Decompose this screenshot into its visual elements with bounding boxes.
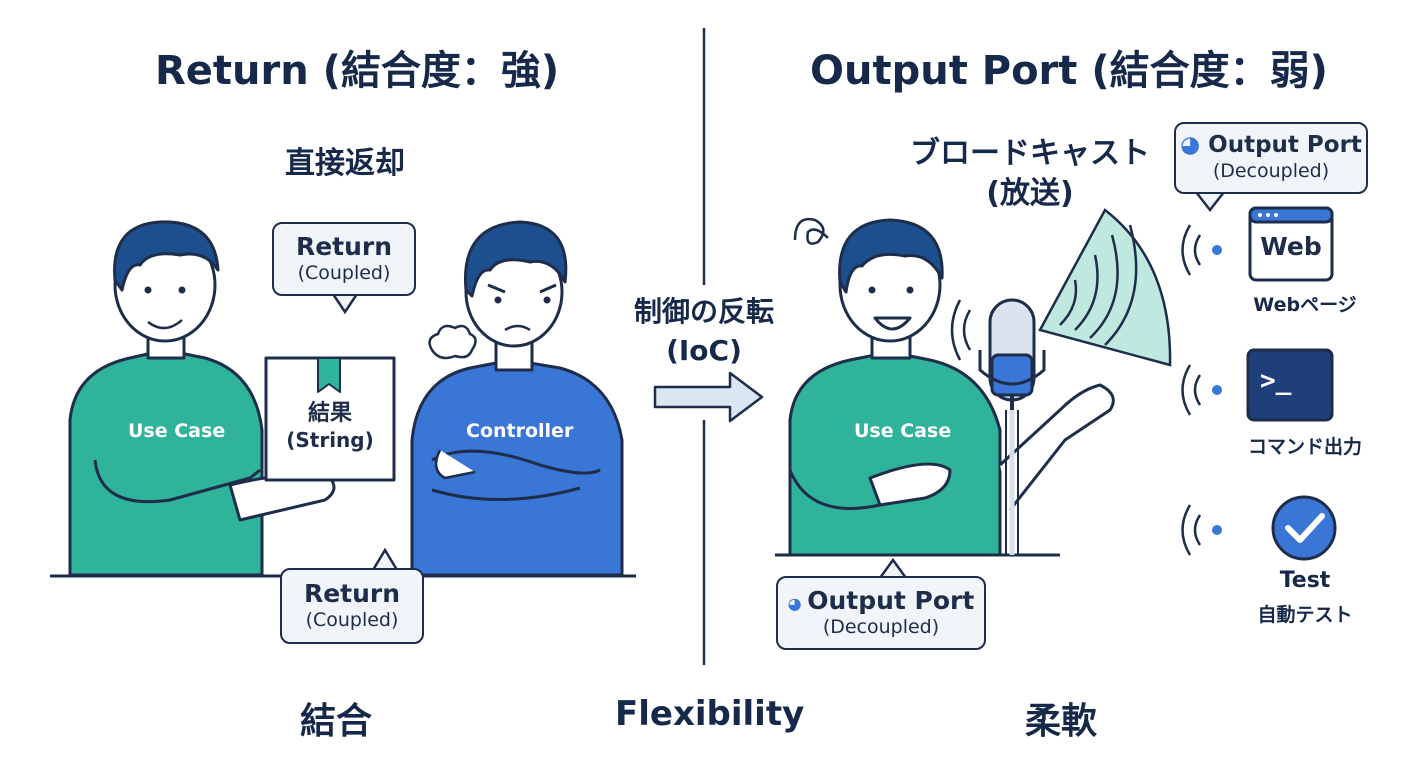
bubble-line2: (Decoupled)	[1212, 159, 1330, 182]
web-icon-text: Web	[1260, 232, 1322, 261]
return-coupled-bubble-top: Return (Coupled)	[272, 222, 416, 296]
result-box-line1: 結果	[307, 401, 352, 426]
output-port-bubble-top: ◕ Output Port (Decoupled)	[1174, 122, 1368, 194]
bubble-tail-right-bottom	[878, 557, 908, 579]
bubble-line1: ◕ Output Port	[778, 586, 984, 616]
bubble-line1: Return	[295, 232, 393, 261]
port-icon: ◕	[787, 594, 808, 613]
bubble-line2: (Decoupled)	[822, 616, 940, 638]
broadcast-waves	[1038, 208, 1172, 367]
use-case-label-right: Use Case	[854, 420, 952, 442]
test-label: Test	[1279, 568, 1331, 593]
puff-icon	[428, 324, 477, 360]
right-heading: ブロードキャスト (放送)	[880, 134, 1180, 214]
ioc-label: 制御の反転 (IoC)	[606, 292, 802, 370]
bubble-line1: ◕ Output Port	[1176, 132, 1366, 160]
bubble-line2: (Coupled)	[297, 262, 391, 284]
bubble-line1-text: Output Port	[1208, 132, 1362, 158]
bubble-tail-left-top	[331, 293, 359, 315]
controller-person	[410, 220, 624, 577]
use-case-label-left: Use Case	[128, 420, 226, 442]
auto-test-label: 自動テスト	[1257, 604, 1353, 626]
left-footer: 結合	[300, 701, 373, 742]
web-page-icon	[1248, 206, 1334, 282]
scribble-icon	[793, 217, 829, 245]
ioc-line1: 制御の反転	[633, 295, 774, 328]
left-title: Return (結合度：強)	[155, 48, 560, 94]
controller-label: Controller	[466, 420, 574, 442]
use-case-person-right	[788, 218, 1115, 557]
right-title: Output Port (結合度：弱)	[810, 48, 1328, 94]
return-coupled-bubble-bottom: Return (Coupled)	[280, 568, 424, 644]
web-label: Webページ	[1253, 294, 1357, 316]
bubble-line1: Return	[303, 579, 401, 608]
right-heading-line2: (放送)	[986, 176, 1074, 211]
right-footer: 柔軟	[1025, 701, 1098, 742]
ioc-arrow	[653, 371, 764, 423]
signal-icons	[1181, 224, 1222, 556]
bubble-tail-right-top	[1195, 191, 1225, 213]
bubble-line1-text: Output Port	[807, 586, 975, 615]
right-heading-line1: ブロードキャスト	[910, 136, 1150, 171]
terminal-icon	[1246, 348, 1334, 422]
microphone	[978, 298, 1046, 555]
output-port-bubble-bottom: ◕ Output Port (Decoupled)	[776, 576, 986, 650]
left-heading: 直接返却	[285, 146, 405, 181]
result-box-line2: (String)	[286, 427, 374, 452]
command-output-label: コマンド出力	[1247, 436, 1362, 458]
center-footer: Flexibility	[615, 694, 805, 734]
ioc-line2: (IoC)	[666, 334, 742, 368]
use-case-person-left	[68, 220, 336, 577]
port-icon: ◕	[1180, 132, 1209, 158]
bubble-tail-left-bottom	[371, 547, 399, 571]
test-check-icon	[1271, 495, 1337, 561]
result-box-text: 結果 (String)	[266, 400, 394, 453]
bubble-line2: (Coupled)	[305, 609, 399, 631]
terminal-icon-text: >_	[1260, 366, 1292, 396]
result-box	[264, 356, 396, 482]
